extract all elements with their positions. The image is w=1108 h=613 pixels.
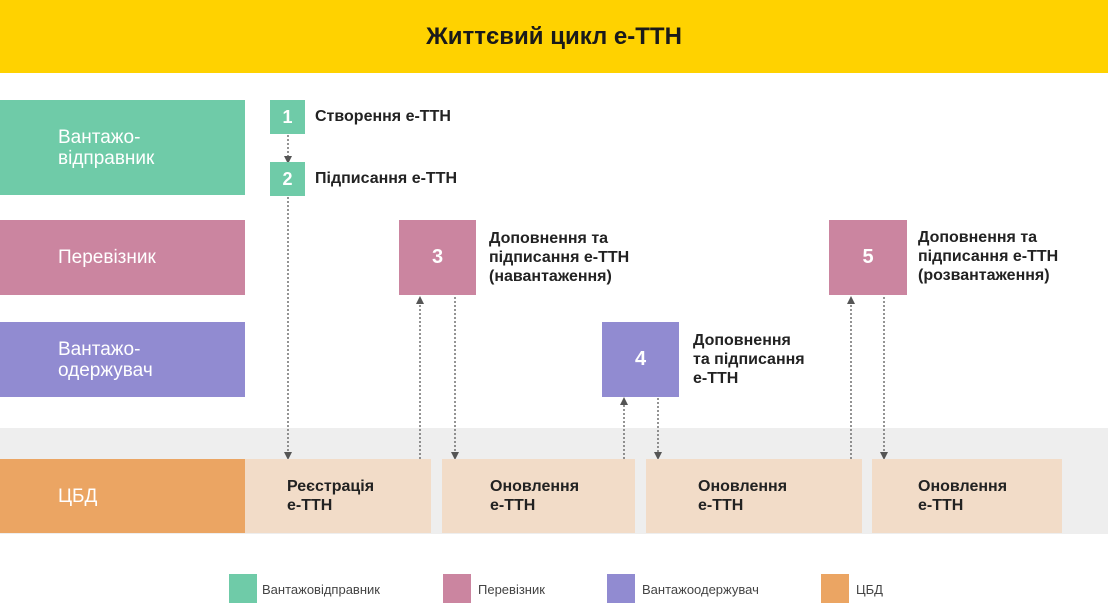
legend-label-cbd: ЦБД bbox=[856, 582, 883, 597]
lane-shipper: Вантажо- відправник bbox=[0, 100, 245, 195]
step-1-label: Створення е-ТТН bbox=[315, 108, 451, 125]
cbd-box-update-3-text: Оновлення е-ТТН bbox=[918, 478, 1008, 514]
legend-swatch-shipper bbox=[229, 574, 257, 603]
cbd-box-registration: Реєстрація е-ТТН bbox=[245, 459, 431, 533]
cbd-box-update-2-text: Оновлення е-ТТН bbox=[698, 478, 788, 514]
step-2-badge: 2 bbox=[270, 162, 305, 196]
legend-swatch-consignee bbox=[607, 574, 635, 603]
legend-label-shipper: Вантажовідправник bbox=[262, 582, 380, 597]
cbd-box-update-1-text: Оновлення е-ТТН bbox=[490, 478, 580, 514]
cbd-box-update-1: Оновлення е-ТТН bbox=[442, 459, 635, 533]
legend-swatch-cbd bbox=[821, 574, 849, 603]
step-5-badge: 5 bbox=[829, 220, 907, 295]
step-2-label: Підписання е-ТТН bbox=[315, 170, 458, 187]
legend-swatch-carrier bbox=[443, 574, 471, 603]
lane-carrier: Перевізник bbox=[0, 220, 245, 295]
legend-label-carrier: Перевізник bbox=[478, 582, 545, 597]
step-3-label: Доповнення та підписання е-ТТН (навантаж… bbox=[489, 230, 630, 285]
step-4-badge: 4 bbox=[602, 322, 679, 397]
legend-label-consignee: Вантажоодержувач bbox=[642, 582, 759, 597]
step-1-badge: 1 bbox=[270, 100, 305, 134]
cbd-box-registration-text: Реєстрація е-ТТН bbox=[287, 478, 375, 514]
cbd-box-update-2: Оновлення е-ТТН bbox=[646, 459, 862, 533]
step-4-label: Доповнення та підписання е-ТТН bbox=[693, 332, 805, 387]
page-title: Життєвий цикл е-ТТН bbox=[0, 0, 1108, 73]
step-3-badge: 3 bbox=[399, 220, 476, 295]
lane-cbd: ЦБД bbox=[0, 459, 245, 533]
lane-consignee: Вантажо- одержувач bbox=[0, 322, 245, 397]
cbd-box-update-3: Оновлення е-ТТН bbox=[872, 459, 1062, 533]
step-5-label: Доповнення та підписання е-ТТН (розванта… bbox=[918, 229, 1059, 284]
